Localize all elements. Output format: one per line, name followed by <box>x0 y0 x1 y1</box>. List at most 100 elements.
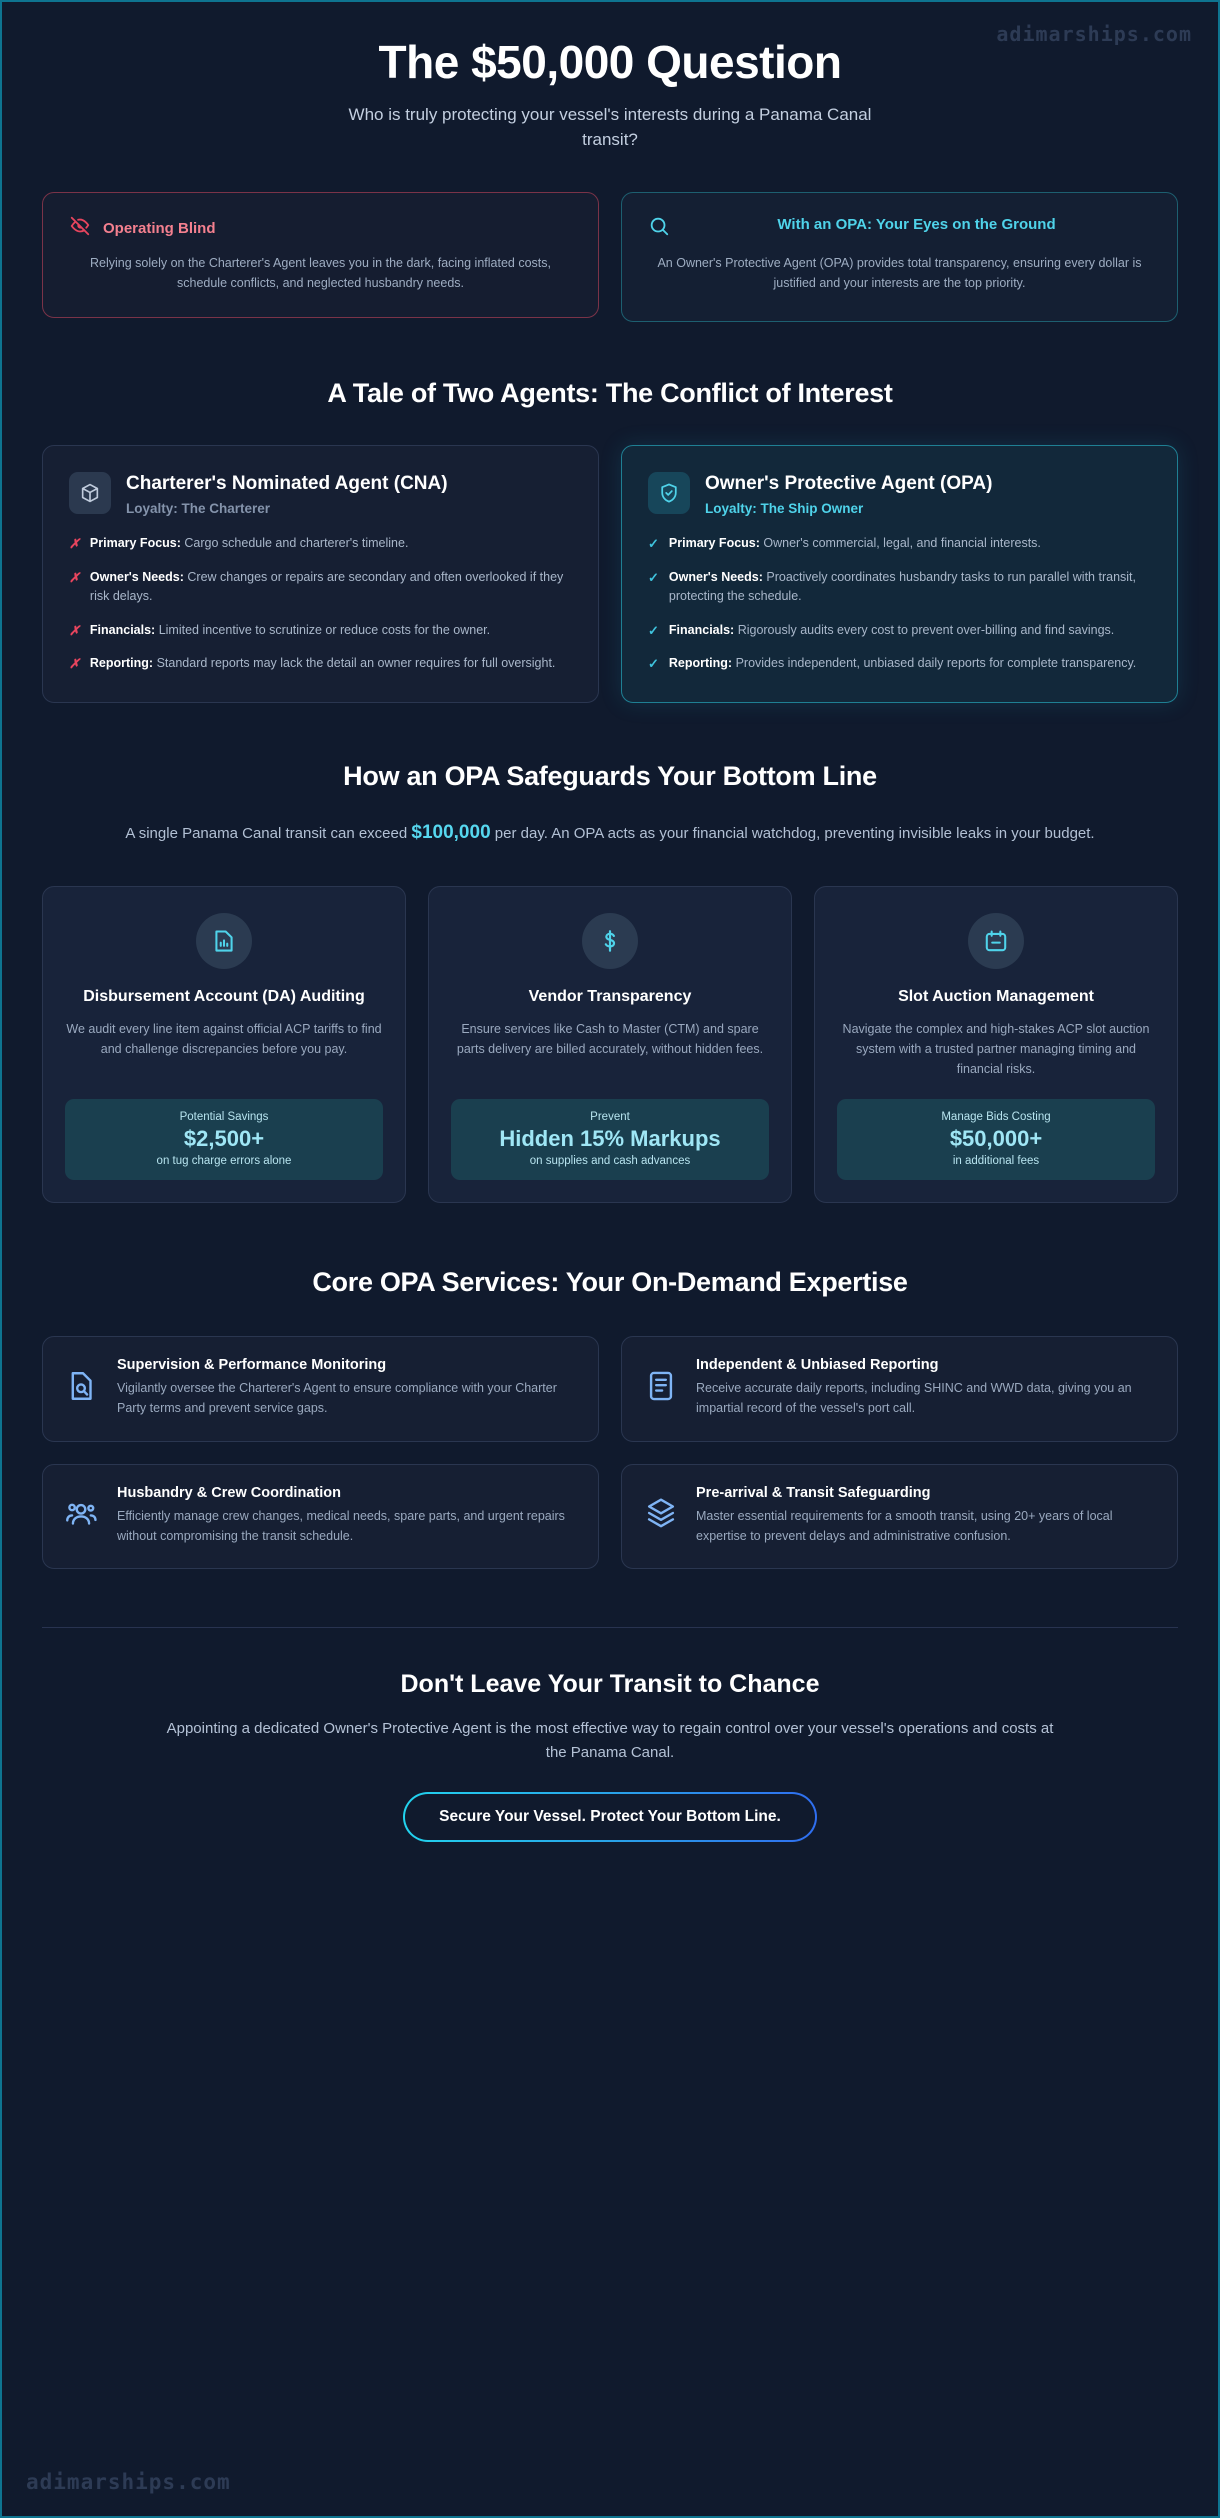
da-auditing-title: Disbursement Account (DA) Auditing <box>83 987 365 1005</box>
supervision-desc: Vigilantly oversee the Charterer's Agent… <box>117 1381 557 1416</box>
cta-button[interactable]: Secure Your Vessel. Protect Your Bottom … <box>403 1791 817 1842</box>
supervision-title: Supervision & Performance Monitoring <box>117 1357 387 1374</box>
contrast-cards: Operating Blind Relying solely on the Ch… <box>2 152 1218 323</box>
file-search-icon <box>65 1369 99 1408</box>
safeguards-lead: A single Panama Canal transit can exceed… <box>120 818 1100 848</box>
cross-icon: ✗ <box>69 622 80 638</box>
list-item: ✗ Financials: Limited incentive to scrut… <box>69 621 572 641</box>
cross-icon: ✗ <box>69 656 80 672</box>
slot-auction-card: Slot Auction Management Navigate the com… <box>814 885 1178 1204</box>
safeguards-grid: Disbursement Account (DA) Auditing We au… <box>42 885 1178 1204</box>
search-icon <box>648 215 670 242</box>
agents-heading: A Tale of Two Agents: The Conflict of In… <box>327 378 893 409</box>
point-text: Crew changes or repairs are secondary an… <box>89 569 564 604</box>
lead-before: A single Panama Canal transit can exceed <box>125 824 412 842</box>
point-label: Financials: <box>668 622 735 637</box>
check-icon: ✓ <box>648 622 659 638</box>
footer-divider <box>42 1627 1178 1629</box>
list-item: ✓ Primary Focus: Owner's commercial, leg… <box>648 534 1151 554</box>
stat-label: Potential Savings <box>179 1111 269 1124</box>
opa-loyalty: Loyalty: The Ship Owner <box>705 501 864 517</box>
safeguards-section: How an OPA Safeguards Your Bottom Line A… <box>2 703 1218 1204</box>
opa-eyes-header: With an OPA: Your Eyes on the Ground <box>648 215 1151 242</box>
point-label: Reporting: <box>668 656 733 671</box>
check-icon: ✓ <box>648 536 659 552</box>
reporting-title: Independent & Unbiased Reporting <box>696 1357 939 1374</box>
lead-highlight: $100,000 <box>411 821 491 843</box>
list-item: ✓ Reporting: Provides independent, unbia… <box>648 654 1151 674</box>
point-text: Proactively coordinates husbandry tasks … <box>668 569 1136 604</box>
stat-sub: in additional fees <box>952 1155 1040 1168</box>
footer-spacer <box>2 1842 1218 1934</box>
operating-blind-header: Operating Blind <box>69 215 572 242</box>
reporting-card: Independent & Unbiased Reporting Receive… <box>621 1336 1178 1442</box>
prearrival-title: Pre-arrival & Transit Safeguarding <box>696 1484 931 1501</box>
cna-card: Charterer's Nominated Agent (CNA) Loyalt… <box>42 445 599 703</box>
cta-heading: Don't Leave Your Transit to Chance <box>400 1670 820 1699</box>
husbandry-desc: Efficiently manage crew changes, medical… <box>117 1508 565 1543</box>
stat-label: Prevent <box>590 1111 630 1124</box>
core-services-heading: Core OPA Services: Your On-Demand Expert… <box>312 1267 908 1298</box>
vendor-transparency-desc: Ensure services like Cash to Master (CTM… <box>456 1022 764 1057</box>
check-icon: ✓ <box>648 656 659 672</box>
hero-section: The $50,000 Question Who is truly protec… <box>2 2 1218 152</box>
users-icon <box>65 1496 99 1535</box>
page-subtitle: Who is truly protecting your vessel's in… <box>348 104 872 149</box>
point-text: Rigorously audits every cost to prevent … <box>737 622 1115 637</box>
cna-name: Charterer's Nominated Agent (CNA) <box>126 473 448 495</box>
prearrival-desc: Master essential requirements for a smoo… <box>696 1508 1113 1543</box>
slot-auction-stat: Manage Bids Costing $50,000+ in addition… <box>837 1099 1155 1181</box>
check-icon: ✓ <box>648 569 659 585</box>
opa-eyes-body: An Owner's Protective Agent (OPA) provid… <box>657 256 1142 290</box>
list-item: ✓ Owner's Needs: Proactively coordinates… <box>648 568 1151 607</box>
cross-icon: ✗ <box>69 536 80 552</box>
point-label: Reporting: <box>89 656 154 671</box>
reporting-desc: Receive accurate daily reports, includin… <box>696 1381 1132 1416</box>
opa-eyes-card: With an OPA: Your Eyes on the Ground An … <box>621 192 1178 323</box>
slot-auction-title: Slot Auction Management <box>898 987 1094 1005</box>
list-item: ✗ Owner's Needs: Crew changes or repairs… <box>69 568 572 607</box>
stat-sub: on tug charge errors alone <box>156 1155 292 1168</box>
core-services-section: Core OPA Services: Your On-Demand Expert… <box>2 1203 1218 1570</box>
box-icon <box>69 472 111 515</box>
cna-points: ✗ Primary Focus: Cargo schedule and char… <box>69 534 572 673</box>
watermark-bottom: adimarships.com <box>26 2470 231 2494</box>
stat-sub: on supplies and cash advances <box>529 1155 691 1168</box>
cta-button-label[interactable]: Secure Your Vessel. Protect Your Bottom … <box>405 1793 815 1840</box>
operating-blind-body: Relying solely on the Charterer's Agent … <box>90 256 551 290</box>
opa-name: Owner's Protective Agent (OPA) <box>705 473 993 495</box>
cna-loyalty: Loyalty: The Charterer <box>126 501 271 517</box>
core-services-grid: Supervision & Performance Monitoring Vig… <box>42 1336 1178 1570</box>
point-text: Provides independent, unbiased daily rep… <box>735 656 1137 671</box>
supervision-card: Supervision & Performance Monitoring Vig… <box>42 1336 599 1442</box>
opa-card: Owner's Protective Agent (OPA) Loyalty: … <box>621 445 1178 703</box>
shield-check-icon <box>648 472 690 515</box>
calendar-icon <box>968 912 1024 969</box>
layers-shield-icon <box>644 1496 678 1535</box>
point-text: Owner's commercial, legal, and financial… <box>763 536 1041 551</box>
eye-off-icon <box>69 215 91 242</box>
husbandry-card: Husbandry & Crew Coordination Efficientl… <box>42 1463 599 1570</box>
cta-body: Appointing a dedicated Owner's Protectiv… <box>166 1720 1054 1761</box>
da-auditing-card: Disbursement Account (DA) Auditing We au… <box>42 885 406 1204</box>
lead-after: per day. An OPA acts as your financial w… <box>490 824 1095 842</box>
list-item: ✗ Reporting: Standard reports may lack t… <box>69 654 572 674</box>
dollar-icon <box>582 912 638 969</box>
safeguards-heading: How an OPA Safeguards Your Bottom Line <box>343 760 877 791</box>
vendor-transparency-stat: Prevent Hidden 15% Markups on supplies a… <box>451 1099 769 1181</box>
vendor-transparency-card: Vendor Transparency Ensure services like… <box>428 885 792 1204</box>
cta-section: Don't Leave Your Transit to Chance Appoi… <box>2 1628 1218 1842</box>
point-text: Standard reports may lack the detail an … <box>156 656 556 671</box>
opa-header: Owner's Protective Agent (OPA) Loyalty: … <box>648 472 1151 516</box>
point-text: Cargo schedule and charterer's timeline. <box>184 536 409 551</box>
stat-value: Hidden 15% Markups <box>499 1126 721 1152</box>
point-label: Financials: <box>89 622 156 637</box>
husbandry-title: Husbandry & Crew Coordination <box>117 1484 341 1501</box>
cross-icon: ✗ <box>69 569 80 585</box>
file-chart-icon <box>196 912 252 969</box>
point-label: Owner's Needs: <box>89 569 184 584</box>
watermark-top: adimarships.com <box>996 22 1192 46</box>
point-text: Limited incentive to scrutinize or reduc… <box>158 622 491 637</box>
agents-section: A Tale of Two Agents: The Conflict of In… <box>2 322 1218 703</box>
list-item: ✗ Primary Focus: Cargo schedule and char… <box>69 534 572 554</box>
